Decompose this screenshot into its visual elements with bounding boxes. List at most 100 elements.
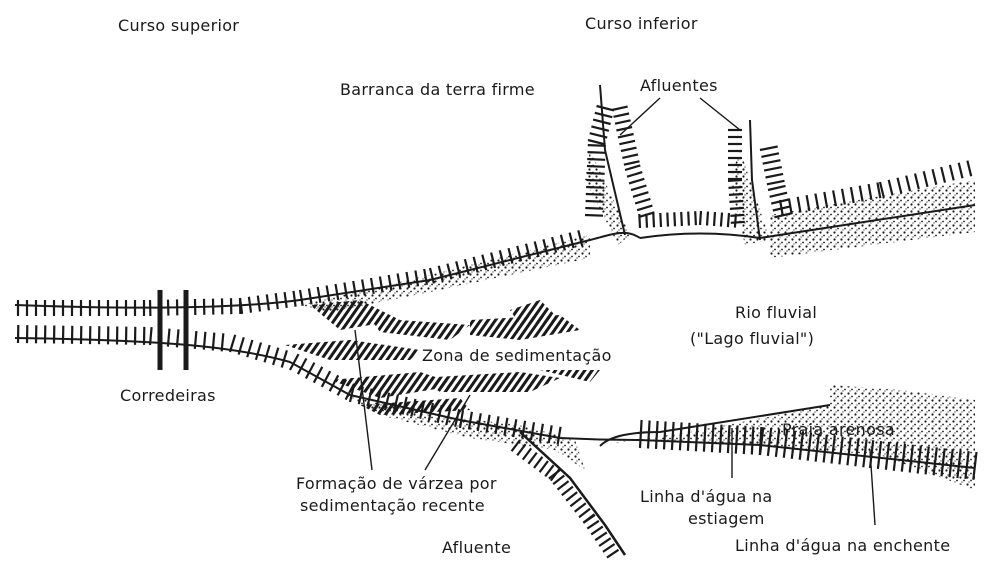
hatch-stroke (586, 194, 604, 195)
hatch-stroke (674, 212, 675, 226)
hatch-stroke (258, 296, 260, 312)
hatch-stroke (625, 165, 640, 170)
hatch-stroke (603, 544, 615, 552)
hatch-stroke (566, 492, 577, 501)
hatch-stroke (640, 420, 642, 448)
hatch-stroke (586, 187, 604, 188)
hatch-stroke (276, 293, 278, 309)
label-linha-enchente: Linha d'água na enchente (735, 536, 950, 556)
label-rio-fluvial: Rio fluvial (735, 303, 817, 323)
hatch-stroke (696, 423, 698, 451)
label-corredeiras: Corredeiras (120, 386, 216, 406)
hatch-stroke (869, 184, 872, 200)
hatch-stroke (906, 176, 910, 192)
hatch-stroke (695, 211, 696, 225)
hatch-stroke (729, 187, 743, 188)
label-afluente: Afluente (442, 538, 511, 558)
hatch-stroke (639, 214, 640, 228)
hatch-stroke (731, 222, 745, 223)
hatch-stroke (159, 328, 161, 346)
hatch-stroke (586, 201, 604, 202)
hatch-stroke (558, 481, 569, 490)
label-linha-estiagem-2: estiagem (688, 509, 765, 529)
hatch-stroke (285, 292, 287, 308)
hatch-stroke (768, 186, 786, 190)
hatch-stroke (898, 178, 902, 194)
hatch-stroke (622, 155, 638, 158)
hatch-stroke (595, 113, 613, 117)
hatch-stroke (517, 444, 525, 455)
hatch-stroke (763, 160, 781, 164)
hatch-stroke (318, 287, 321, 303)
label-barranca: Barranca da terra firme (340, 80, 535, 100)
hatch-stroke (729, 201, 743, 202)
hatch-stroke (624, 161, 640, 164)
hatch-stroke (833, 190, 836, 206)
corredeiras-bars (160, 290, 186, 370)
hatch-stroke (730, 215, 744, 216)
hatch-stroke (959, 163, 963, 179)
hatch-stroke (619, 141, 635, 144)
hatch-stroke (213, 333, 215, 351)
hatch-stroke (729, 194, 743, 195)
hatch-stroke (587, 159, 605, 160)
label-afluentes: Afluentes (640, 76, 718, 96)
hatch-stroke (950, 165, 954, 181)
hatch-stroke (704, 424, 706, 452)
hatch-stroke (579, 509, 590, 518)
hatch-stroke (770, 193, 788, 197)
label-zona-sedimentacao: Zona de sedimentação (422, 346, 612, 366)
hatch-stroke (300, 290, 303, 306)
hatch-stroke (672, 422, 674, 450)
hatch-stroke (588, 145, 606, 146)
hatch-stroke (585, 215, 603, 216)
hatch-stroke (851, 187, 854, 203)
hatch-stroke (889, 180, 893, 196)
hatch-stroke (648, 421, 650, 449)
hatch-stroke (842, 189, 845, 205)
hatch-stroke (523, 448, 531, 459)
hatch-stroke (615, 120, 631, 123)
label-formacao-varzea-1: Formação de várzea por (296, 474, 497, 494)
hatch-stroke (597, 106, 615, 110)
hatch-stroke (933, 169, 937, 185)
hatch-stroke (588, 140, 606, 144)
hatch-stroke (728, 180, 742, 181)
hatch-stroke (534, 457, 542, 468)
hatch-stroke (540, 461, 548, 472)
label-lago-fluvial: ("Lago fluvial") (690, 329, 814, 349)
hatch-stroke (575, 503, 586, 512)
hatch-stroke (915, 174, 919, 190)
hatch-stroke (528, 453, 536, 464)
hatch-stroke (588, 152, 606, 153)
hatch-stroke (621, 148, 637, 151)
hatch-stroke (633, 192, 648, 197)
hatch-stroke (627, 172, 642, 177)
hatch-stroke (587, 173, 605, 174)
hatch-stroke (680, 422, 682, 450)
hatch-stroke (667, 213, 668, 227)
upper-bank-sediment (300, 235, 590, 312)
hatch-stroke (941, 167, 945, 183)
hatch-stroke (764, 167, 782, 171)
hatch-stroke (631, 186, 646, 191)
hatch-stroke (721, 213, 722, 227)
hatch-stroke (766, 174, 784, 178)
hatch-stroke (700, 211, 701, 225)
hatch-stroke (824, 192, 827, 208)
hatch-stroke (267, 294, 269, 310)
label-curso-inferior: Curso inferior (585, 14, 698, 34)
hatch-stroke (656, 421, 658, 449)
hatch-stroke (186, 330, 188, 348)
hatch-stroke (265, 345, 270, 362)
hatch-stroke (591, 126, 609, 130)
hatch-stroke (760, 147, 778, 151)
hatch-stroke (587, 521, 599, 529)
hatch-stroke (660, 213, 661, 227)
hatch-stroke (629, 179, 644, 184)
hatch-stroke (646, 214, 647, 228)
hatch-stroke (924, 171, 928, 187)
hatch-stroke (595, 532, 607, 540)
hatch-stroke (273, 348, 278, 365)
